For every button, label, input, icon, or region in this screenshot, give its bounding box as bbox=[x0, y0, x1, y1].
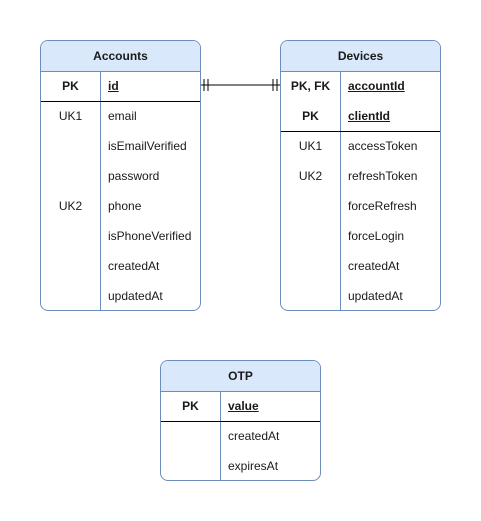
pk-row-id[interactable]: PK id bbox=[41, 71, 200, 101]
key-label: PK, FK bbox=[290, 79, 331, 93]
field-row-updatedat[interactable]: updatedAt bbox=[281, 281, 440, 310]
entity-devices[interactable]: Devices PK, FK accountId PK clientId UK1… bbox=[280, 40, 441, 311]
field-row-isemailverified[interactable]: isEmailVerified bbox=[41, 131, 200, 161]
field-row-forcelogin[interactable]: forceLogin bbox=[281, 221, 440, 251]
field-row-email[interactable]: UK1 email bbox=[41, 101, 200, 131]
field-name: password bbox=[108, 169, 160, 183]
field-name: accountId bbox=[348, 79, 405, 93]
entity-title: Accounts bbox=[41, 41, 200, 72]
field-name: phone bbox=[108, 199, 142, 213]
field-row-isphoneverified[interactable]: isPhoneVerified bbox=[41, 221, 200, 251]
pk-separator bbox=[281, 131, 440, 132]
field-name: isEmailVerified bbox=[108, 139, 187, 153]
pk-separator bbox=[161, 421, 320, 422]
field-row-updatedat[interactable]: updatedAt bbox=[41, 281, 200, 310]
key-label: UK1 bbox=[58, 109, 83, 123]
field-name: forceRefresh bbox=[348, 199, 417, 213]
key-label: UK2 bbox=[298, 169, 323, 183]
field-name: accessToken bbox=[348, 139, 418, 153]
field-row-createdat[interactable]: createdAt bbox=[161, 421, 320, 451]
key-label: UK2 bbox=[58, 199, 83, 213]
field-row-password[interactable]: password bbox=[41, 161, 200, 191]
key-label: PK bbox=[182, 399, 199, 413]
field-name: updatedAt bbox=[348, 289, 403, 303]
pk-row-clientid[interactable]: PK clientId bbox=[281, 101, 440, 131]
field-name: updatedAt bbox=[108, 289, 163, 303]
field-name: email bbox=[108, 109, 137, 123]
field-name: refreshToken bbox=[348, 169, 418, 183]
entity-otp[interactable]: OTP PK value createdAt expiresAt bbox=[160, 360, 321, 481]
field-name: isPhoneVerified bbox=[108, 229, 192, 243]
field-name: forceLogin bbox=[348, 229, 405, 243]
field-row-accesstoken[interactable]: UK1 accessToken bbox=[281, 131, 440, 161]
field-row-refreshtoken[interactable]: UK2 refreshToken bbox=[281, 161, 440, 191]
field-name: expiresAt bbox=[228, 459, 279, 473]
pk-row-value[interactable]: PK value bbox=[161, 391, 320, 421]
entity-title: Devices bbox=[281, 41, 440, 72]
field-name: id bbox=[108, 79, 119, 93]
field-row-expiresat[interactable]: expiresAt bbox=[161, 451, 320, 480]
field-name: createdAt bbox=[228, 429, 280, 443]
pk-row-accountid[interactable]: PK, FK accountId bbox=[281, 71, 440, 101]
field-row-createdat[interactable]: createdAt bbox=[41, 251, 200, 281]
entity-title: OTP bbox=[161, 361, 320, 392]
field-row-phone[interactable]: UK2 phone bbox=[41, 191, 200, 221]
field-row-createdat[interactable]: createdAt bbox=[281, 251, 440, 281]
pk-separator bbox=[41, 101, 200, 102]
entity-accounts[interactable]: Accounts PK id UK1 email isEmailVerified… bbox=[40, 40, 201, 311]
field-name: createdAt bbox=[348, 259, 400, 273]
field-name: value bbox=[228, 399, 259, 413]
key-label: PK bbox=[302, 109, 319, 123]
key-column-divider bbox=[100, 71, 101, 310]
field-name: clientId bbox=[348, 109, 391, 123]
key-column-divider bbox=[340, 71, 341, 310]
key-label: PK bbox=[62, 79, 79, 93]
key-column-divider bbox=[220, 391, 221, 480]
key-label: UK1 bbox=[298, 139, 323, 153]
field-row-forcerefresh[interactable]: forceRefresh bbox=[281, 191, 440, 221]
field-name: createdAt bbox=[108, 259, 160, 273]
